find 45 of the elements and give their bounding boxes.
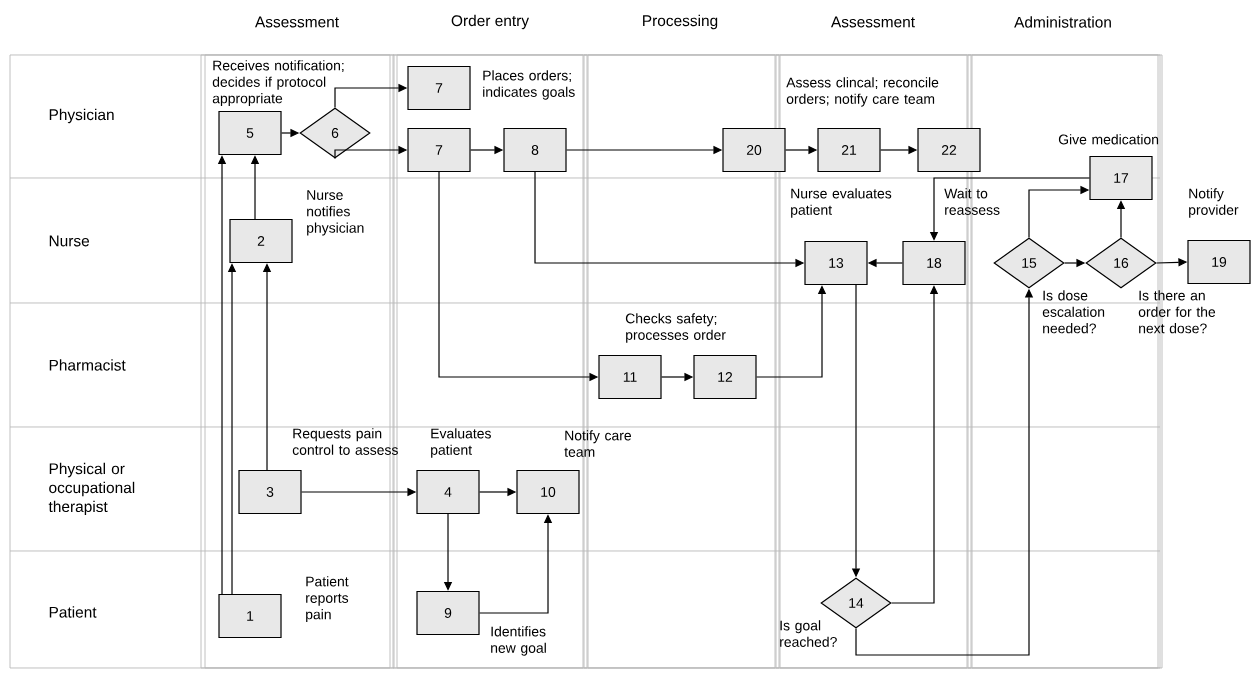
- process-box: 9: [416, 590, 480, 636]
- process-box: 21: [817, 127, 881, 173]
- process-box: 13: [804, 240, 868, 286]
- lane-label: Physician: [49, 108, 114, 124]
- process-box: 7: [407, 65, 471, 111]
- process-box: 19: [1187, 239, 1251, 285]
- column-header: Assessment: [255, 16, 339, 28]
- lane-label: Physical or occupational therapist: [48, 462, 135, 516]
- process-box: 2: [229, 218, 293, 264]
- step-caption: Assess clincal; reconcile orders; notify care team: [786, 77, 939, 107]
- step-caption: Patient reports pain: [306, 576, 349, 623]
- process-box: 20: [722, 127, 786, 173]
- step-caption: Receives notification; decides if protocol appropriate: [212, 60, 344, 107]
- process-box: 17: [1089, 155, 1153, 201]
- process-box: 1: [218, 593, 282, 639]
- lane-label: Patient: [49, 606, 97, 618]
- step-caption: Give medication: [1058, 134, 1159, 145]
- process-box: 8: [503, 127, 567, 173]
- lane-label: Nurse: [49, 235, 90, 247]
- step-caption: Evaluates patient: [431, 428, 491, 458]
- process-box: 10: [516, 469, 580, 515]
- process-box: 3: [238, 469, 302, 515]
- step-caption: Wait to reassess: [944, 188, 1000, 215]
- process-box: 11: [598, 354, 662, 400]
- column-header: Administration: [1014, 16, 1111, 28]
- process-box: 7: [407, 127, 471, 173]
- step-caption: Places orders; indicates goals: [483, 70, 575, 100]
- column-header: Processing: [643, 14, 718, 30]
- process-box: 22: [917, 127, 981, 173]
- step-caption: Requests pain control to assess: [292, 428, 398, 455]
- step-caption: Notify care team: [564, 430, 631, 457]
- process-box: 5: [218, 110, 282, 156]
- process-box: 12: [693, 354, 757, 400]
- lane-label: Pharmacist: [49, 359, 126, 371]
- step-caption: Is there an order for the next dose?: [1138, 290, 1216, 334]
- step-caption: Notify provider: [1189, 188, 1239, 218]
- process-box: 18: [902, 240, 966, 286]
- column-header: Order entry: [451, 14, 529, 30]
- step-caption: Identifies new goal: [491, 626, 546, 656]
- step-caption: Nurse notifies physician: [307, 190, 364, 236]
- step-caption: Is dose escalation needed?: [1042, 290, 1105, 334]
- column-header: Assessment: [831, 16, 915, 28]
- step-caption: Nurse evaluates patient: [791, 188, 892, 218]
- step-caption: Checks safety; processes order: [625, 313, 726, 343]
- process-box: 4: [416, 469, 480, 515]
